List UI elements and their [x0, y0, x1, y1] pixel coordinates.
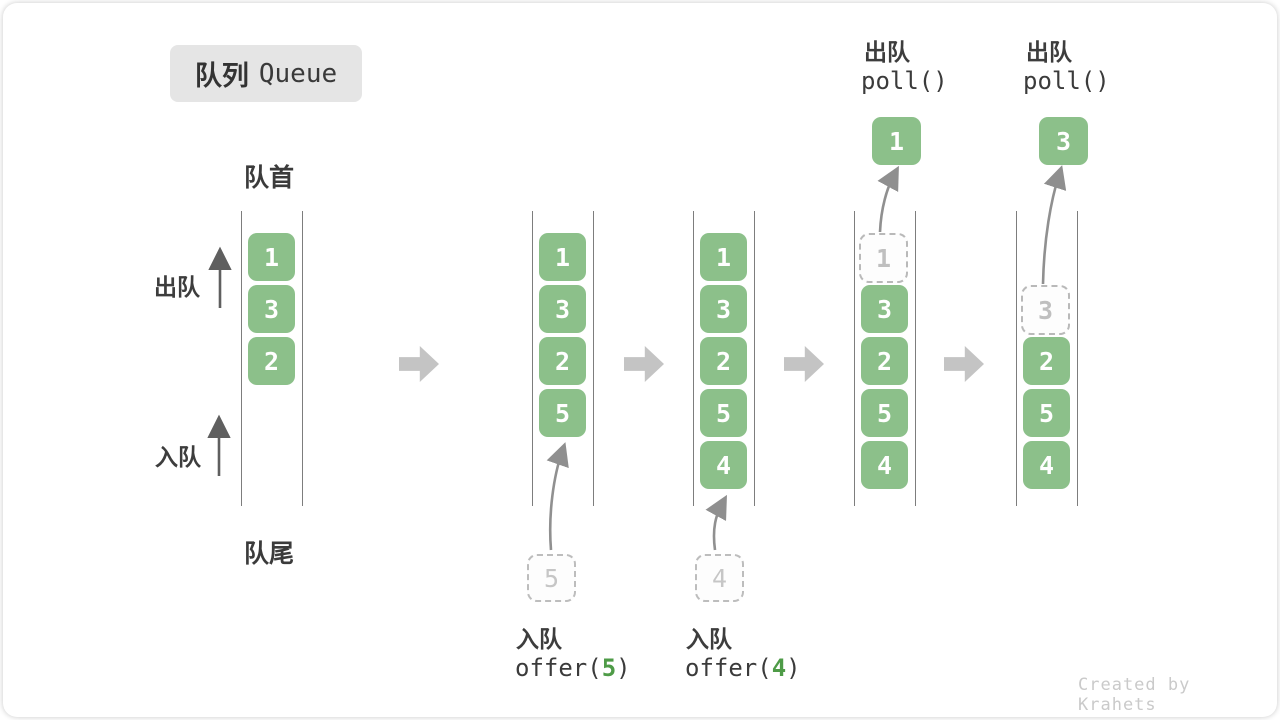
queue-item: 5 [861, 389, 908, 437]
queue-item-removed: 1 [859, 233, 908, 283]
code-poll-1: poll() [861, 67, 948, 95]
incoming-element-4: 4 [695, 554, 744, 602]
code-poll-2: poll() [1023, 67, 1110, 95]
queue-diagram: 队列 Queue 队首 队尾 出队 入队 1 3 2 1 3 2 5 1 3 2… [3, 3, 1277, 717]
curved-arrow-enqueue-4 [705, 494, 727, 551]
label-enqueue-side: 入队 [155, 444, 201, 470]
queue-state-4: 1 3 2 5 4 [854, 211, 916, 506]
queue-item: 2 [539, 337, 586, 385]
label-enqueue-op-2: 入队 [686, 626, 732, 652]
queue-item: 1 [248, 233, 295, 281]
queue-item: 3 [700, 285, 747, 333]
label-enqueue-op-1: 入队 [516, 626, 562, 652]
label-dequeue-op-1: 出队 [864, 39, 910, 65]
queue-item: 2 [700, 337, 747, 385]
incoming-element-5: 5 [527, 554, 576, 602]
queue-state-3: 1 3 2 5 4 [693, 211, 755, 506]
right-block-arrow [784, 346, 824, 382]
queue-item: 4 [1023, 441, 1070, 489]
label-dequeue-side: 出队 [154, 274, 200, 300]
queue-item: 2 [248, 337, 295, 385]
code-offer-open: offer( [515, 654, 602, 682]
queue-item: 4 [861, 441, 908, 489]
label-queue-rear: 队尾 [244, 540, 295, 568]
code-offer-close: ) [786, 654, 801, 682]
queue-item: 2 [861, 337, 908, 385]
code-offer-5: offer(5) [515, 654, 631, 682]
queue-state-2: 1 3 2 5 [532, 211, 594, 506]
code-offer-arg: 5 [601, 654, 617, 682]
queue-item: 2 [1023, 337, 1070, 385]
queue-item: 5 [700, 389, 747, 437]
queue-item: 5 [1023, 389, 1070, 437]
queue-item-removed: 3 [1021, 285, 1070, 335]
popped-element-1: 1 [872, 117, 921, 165]
title-chip: 队列 Queue [170, 45, 362, 102]
right-block-arrow [944, 346, 984, 382]
queue-item: 5 [539, 389, 586, 437]
popped-element-3: 3 [1039, 117, 1088, 165]
title-en: Queue [258, 58, 338, 89]
queue-state-1: 1 3 2 [241, 211, 303, 506]
label-dequeue-op-2: 出队 [1026, 39, 1072, 65]
queue-state-5: 3 2 5 4 [1016, 211, 1078, 506]
right-block-arrow [624, 346, 664, 382]
queue-item: 3 [539, 285, 586, 333]
label-queue-front: 队首 [244, 164, 295, 192]
watermark: Created by Krahets [1078, 675, 1191, 715]
queue-item: 4 [700, 441, 747, 489]
code-offer-4: offer(4) [685, 654, 801, 682]
queue-item: 1 [700, 233, 747, 281]
code-offer-open: offer( [685, 654, 772, 682]
code-offer-close: ) [616, 654, 631, 682]
code-offer-arg: 4 [771, 654, 787, 682]
queue-item: 1 [539, 233, 586, 281]
title-zh: 队列 [194, 61, 249, 91]
queue-item: 3 [248, 285, 295, 333]
right-block-arrow [399, 346, 439, 382]
queue-item: 3 [861, 285, 908, 333]
